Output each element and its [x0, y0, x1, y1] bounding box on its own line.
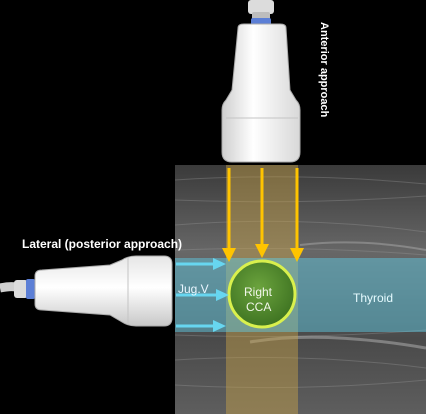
anterior-approach-label: Anterior approach — [318, 22, 330, 117]
cca-label: CCA — [246, 300, 271, 314]
lateral-probe — [0, 256, 172, 326]
jugular-vein-label: Jug.V — [178, 282, 209, 296]
right-label: Right — [244, 285, 272, 299]
lateral-approach-label: Lateral (posterior approach) — [22, 237, 182, 251]
thyroid-label: Thyroid — [353, 291, 393, 305]
anterior-probe — [222, 0, 300, 162]
